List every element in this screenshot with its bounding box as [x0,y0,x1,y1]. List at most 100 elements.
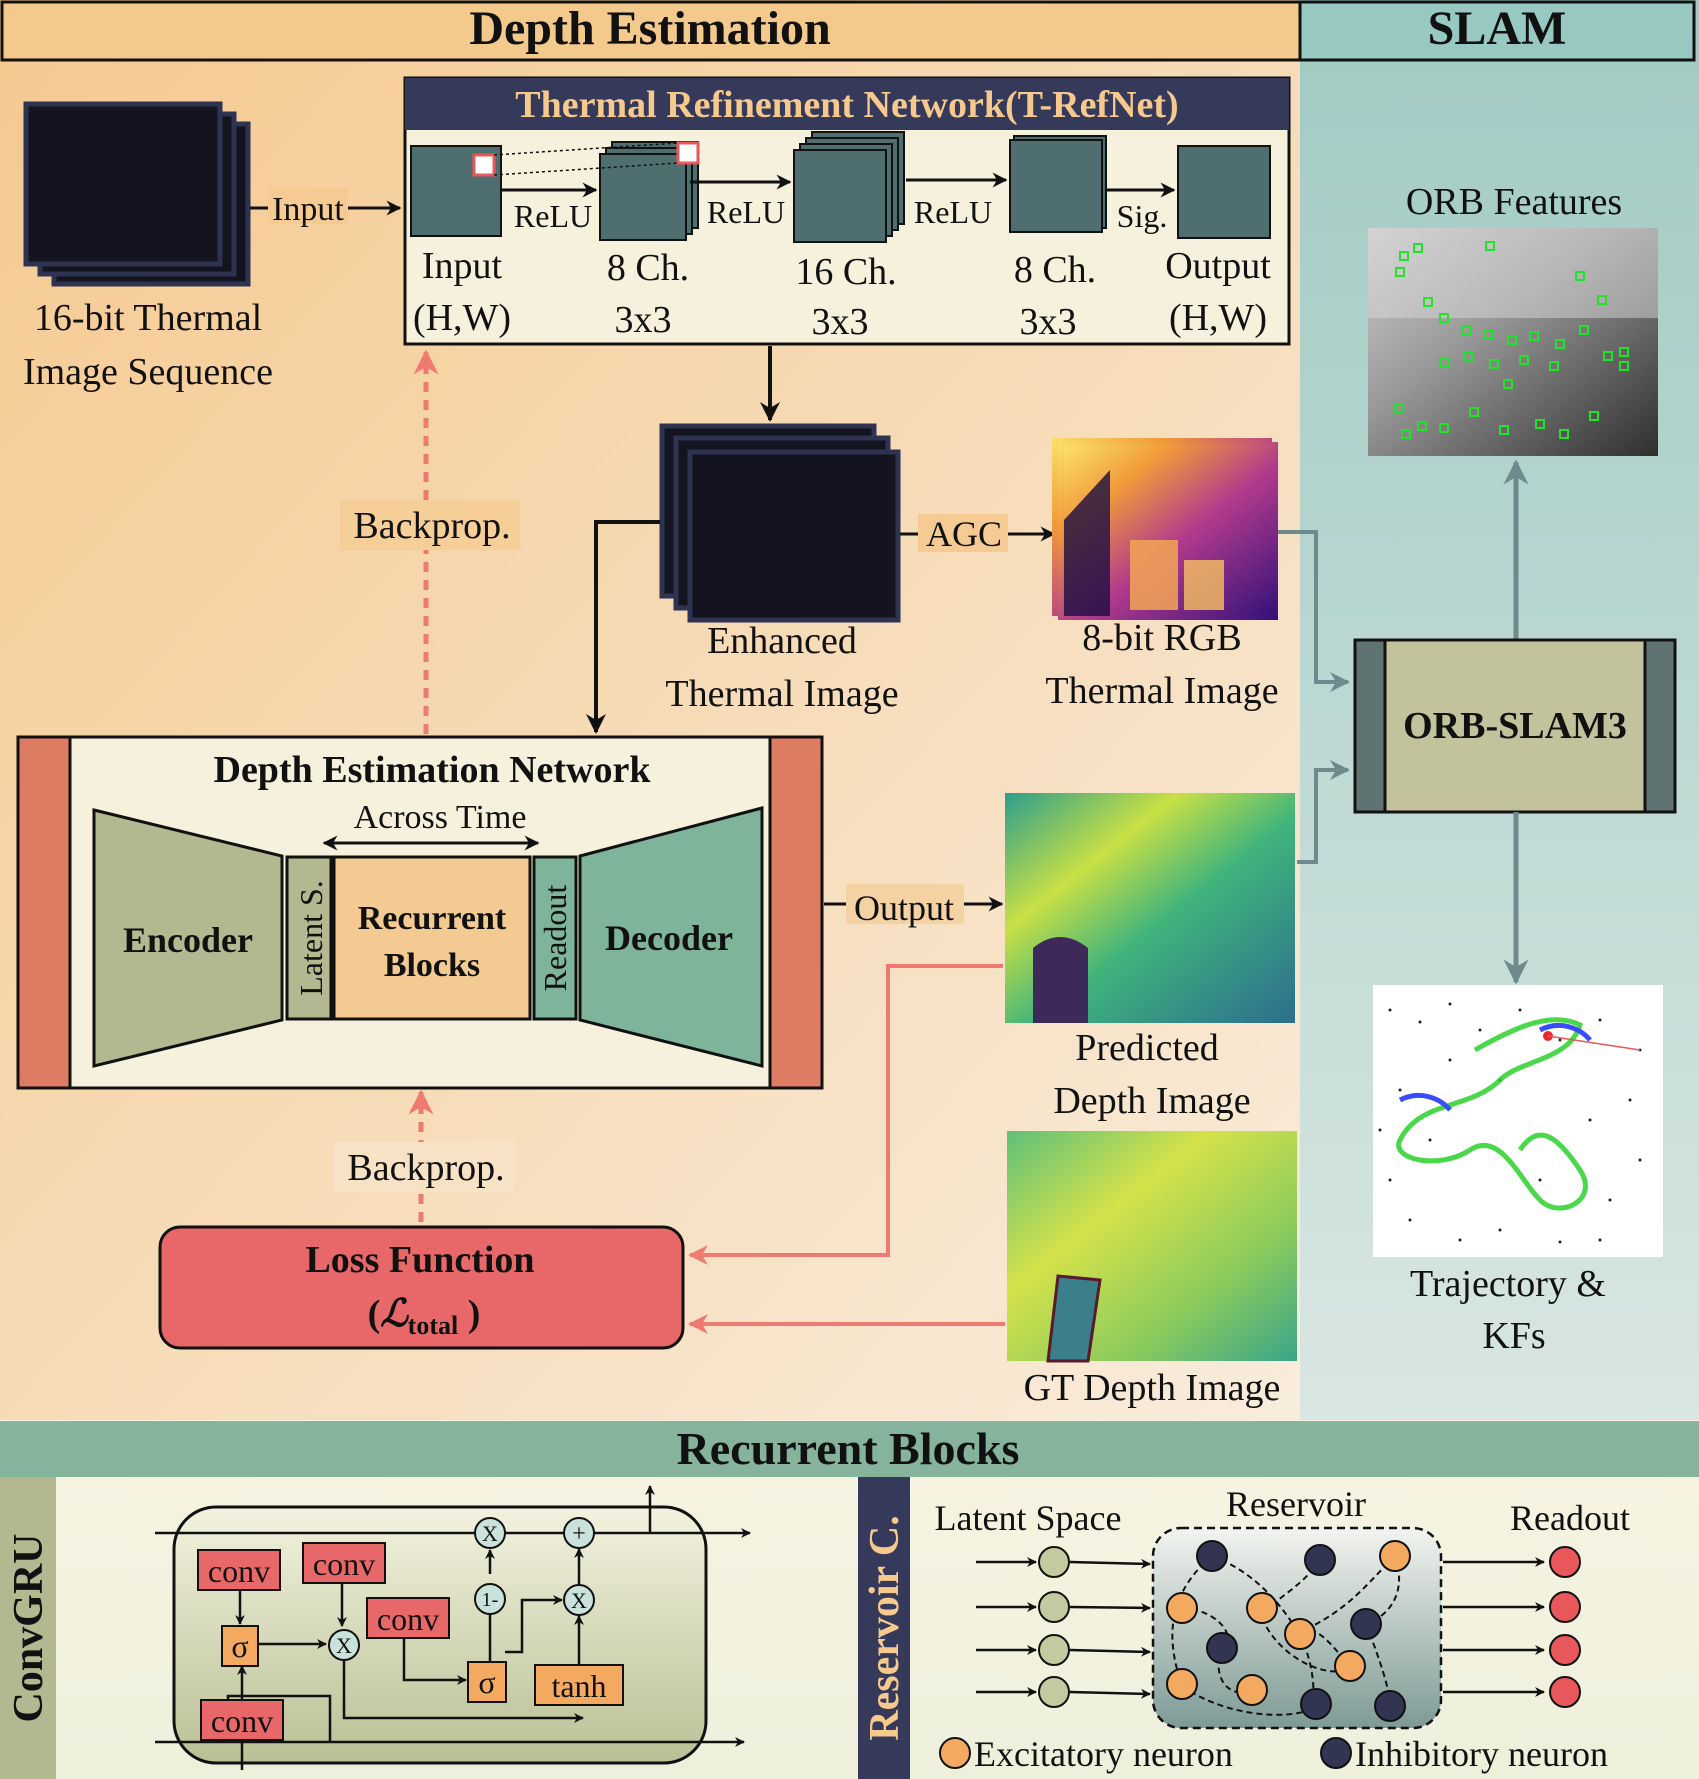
convgru-conv-3 [366,1597,450,1639]
trajectory-label-line1: Trajectory & [1410,1263,1606,1305]
convgru-label: ConvGRU [6,1533,52,1722]
readout-label: Readout [537,885,573,992]
rgb-to-orbslam-arrow [1278,530,1350,692]
latent-space-heading: Latent Space [935,1498,1122,1538]
convgru-multiply-3 [563,1584,595,1616]
stage-input-line2: (H,W) [413,297,511,339]
convgru-multiply-2 [474,1517,506,1549]
gt-depth-image [1007,1131,1297,1363]
loss-function-title: Loss Function [305,1239,534,1281]
output-arrow-label: Output [854,888,954,928]
enhanced-label-line2: Thermal Image [665,673,898,715]
gt-depth-label: GT Depth Image [1024,1367,1281,1409]
stage-16ch-line1: 16 Ch. [795,251,896,293]
depth-estimation-title: Depth Estimation [469,2,830,55]
inhibitory-legend-label: Inhibitory neuron [1355,1734,1608,1774]
readout-heading: Readout [1510,1498,1630,1538]
depth-to-orbslam-arrow [1297,760,1350,864]
excitatory-legend-dot [939,1737,971,1769]
convgru-conv-2-label: conv [313,1546,375,1582]
predicted-label-line2: Depth Image [1053,1080,1250,1122]
convgru-multiply-1 [328,1629,360,1661]
predicted-to-loss-arrow [688,964,1003,1265]
depth-estimation-header [0,0,1302,62]
decoder-block [578,806,764,1068]
trefnet-16ch-layer [793,131,905,243]
stage-8ch-b-line2: 3x3 [1020,301,1077,343]
stage-8ch-b-line1: 8 Ch. [1014,249,1096,291]
convgru-sigma-2 [467,1661,507,1703]
predicted-depth-image [1005,793,1295,1023]
rgb-thermal-image [1052,438,1278,620]
input-label-line1: 16-bit Thermal [34,297,262,339]
reservoir-input-arrows [976,1557,1545,1699]
depth-network-right-bar [768,735,824,1090]
convgru-tanh [534,1664,624,1706]
agc-label: AGC [926,514,1002,554]
enhanced-thermal-stack [659,423,901,623]
depth-network-title: Depth Estimation Network [214,749,652,791]
convgru-side-bar [0,1477,56,1779]
convgru-multiply-3-label: X [571,1588,587,1613]
slam-title: SLAM [1428,2,1567,55]
trefnet-title-bar [405,78,1289,130]
stage-output-line2: (H,W) [1169,297,1267,339]
trefnet-8ch-layer-b [1009,135,1107,233]
convgru-multiply-1-label: X [336,1633,352,1658]
decoder-label: Decoder [605,918,733,958]
convgru-conv-2 [302,1542,386,1584]
convgru-one-minus-label: 1- [482,1589,499,1611]
rgb-thermal-label-line1: 8-bit RGB [1082,617,1241,659]
loss-function-box [158,1225,685,1350]
reservoir-label: Reservoir C. [862,1515,908,1740]
trefnet-output-layer [1177,145,1271,239]
convgru-sigma-1 [221,1625,259,1667]
reservoir-heading: Reservoir [1226,1484,1366,1524]
convgru-conv-4 [200,1699,284,1741]
latent-nodes [1038,1546,1070,1708]
orb-features-label: ORB Features [1406,181,1622,223]
latent-space-block [285,855,333,1021]
activation-sigmoid: Sig. [1117,198,1168,234]
stage-16ch-line2: 3x3 [812,301,869,343]
convgru-conv-3-label: conv [377,1601,439,1637]
input-label-line2: Image Sequence [23,351,273,393]
loss-function-formula: (ℒtotal ) [368,1293,481,1340]
convgru-sigma-1-label: σ [231,1628,248,1664]
trefnet-title: Thermal Refinement Network(T-RefNet) [515,84,1178,126]
inhibitory-nodes [1196,1540,1406,1722]
trajectory-image [1373,985,1663,1257]
convgru-multiply-2-label: X [482,1521,498,1546]
inhibitory-legend-dot [1320,1737,1352,1769]
latent-space-label: Latent S. [293,880,329,996]
recurrent-label-line1: Recurrent [358,900,507,937]
readout-nodes [1549,1546,1581,1708]
loss-subscript: total [408,1311,459,1340]
recurrent-label-line2: Blocks [384,947,480,984]
convgru-sigma-2-label: σ [478,1664,495,1700]
orb-slam3-left-bar [1353,638,1387,814]
enhanced-to-depthnet-arrow [586,520,660,734]
convgru-conv-1-label: conv [208,1553,270,1589]
activation-relu-1: ReLU [514,198,592,234]
predicted-label-line1: Predicted [1075,1027,1219,1069]
convgru-tanh-label: tanh [551,1668,606,1704]
stage-input-line1: Input [422,245,503,287]
stage-output-line1: Output [1165,245,1271,287]
recurrent-blocks-block [332,855,532,1021]
convgru-conv-1 [197,1549,281,1591]
convgru-add [563,1517,595,1549]
across-time-label: Across Time [354,799,527,836]
backprop-label-lower: Backprop. [347,1147,504,1189]
orb-slam3-label: ORB-SLAM3 [1403,705,1627,747]
recurrent-blocks-title: Recurrent Blocks [677,1423,1020,1474]
encoder-label: Encoder [123,920,253,960]
backprop-label-upper: Backprop. [353,505,510,547]
excitatory-legend-label: Excitatory neuron [974,1734,1233,1774]
stage-8ch-a-line2: 3x3 [615,299,672,341]
enhanced-label-line1: Enhanced [707,620,857,662]
trajectory-label-line2: KFs [1482,1315,1545,1357]
readout-block [532,855,578,1021]
activation-relu-2: ReLU [707,194,785,230]
